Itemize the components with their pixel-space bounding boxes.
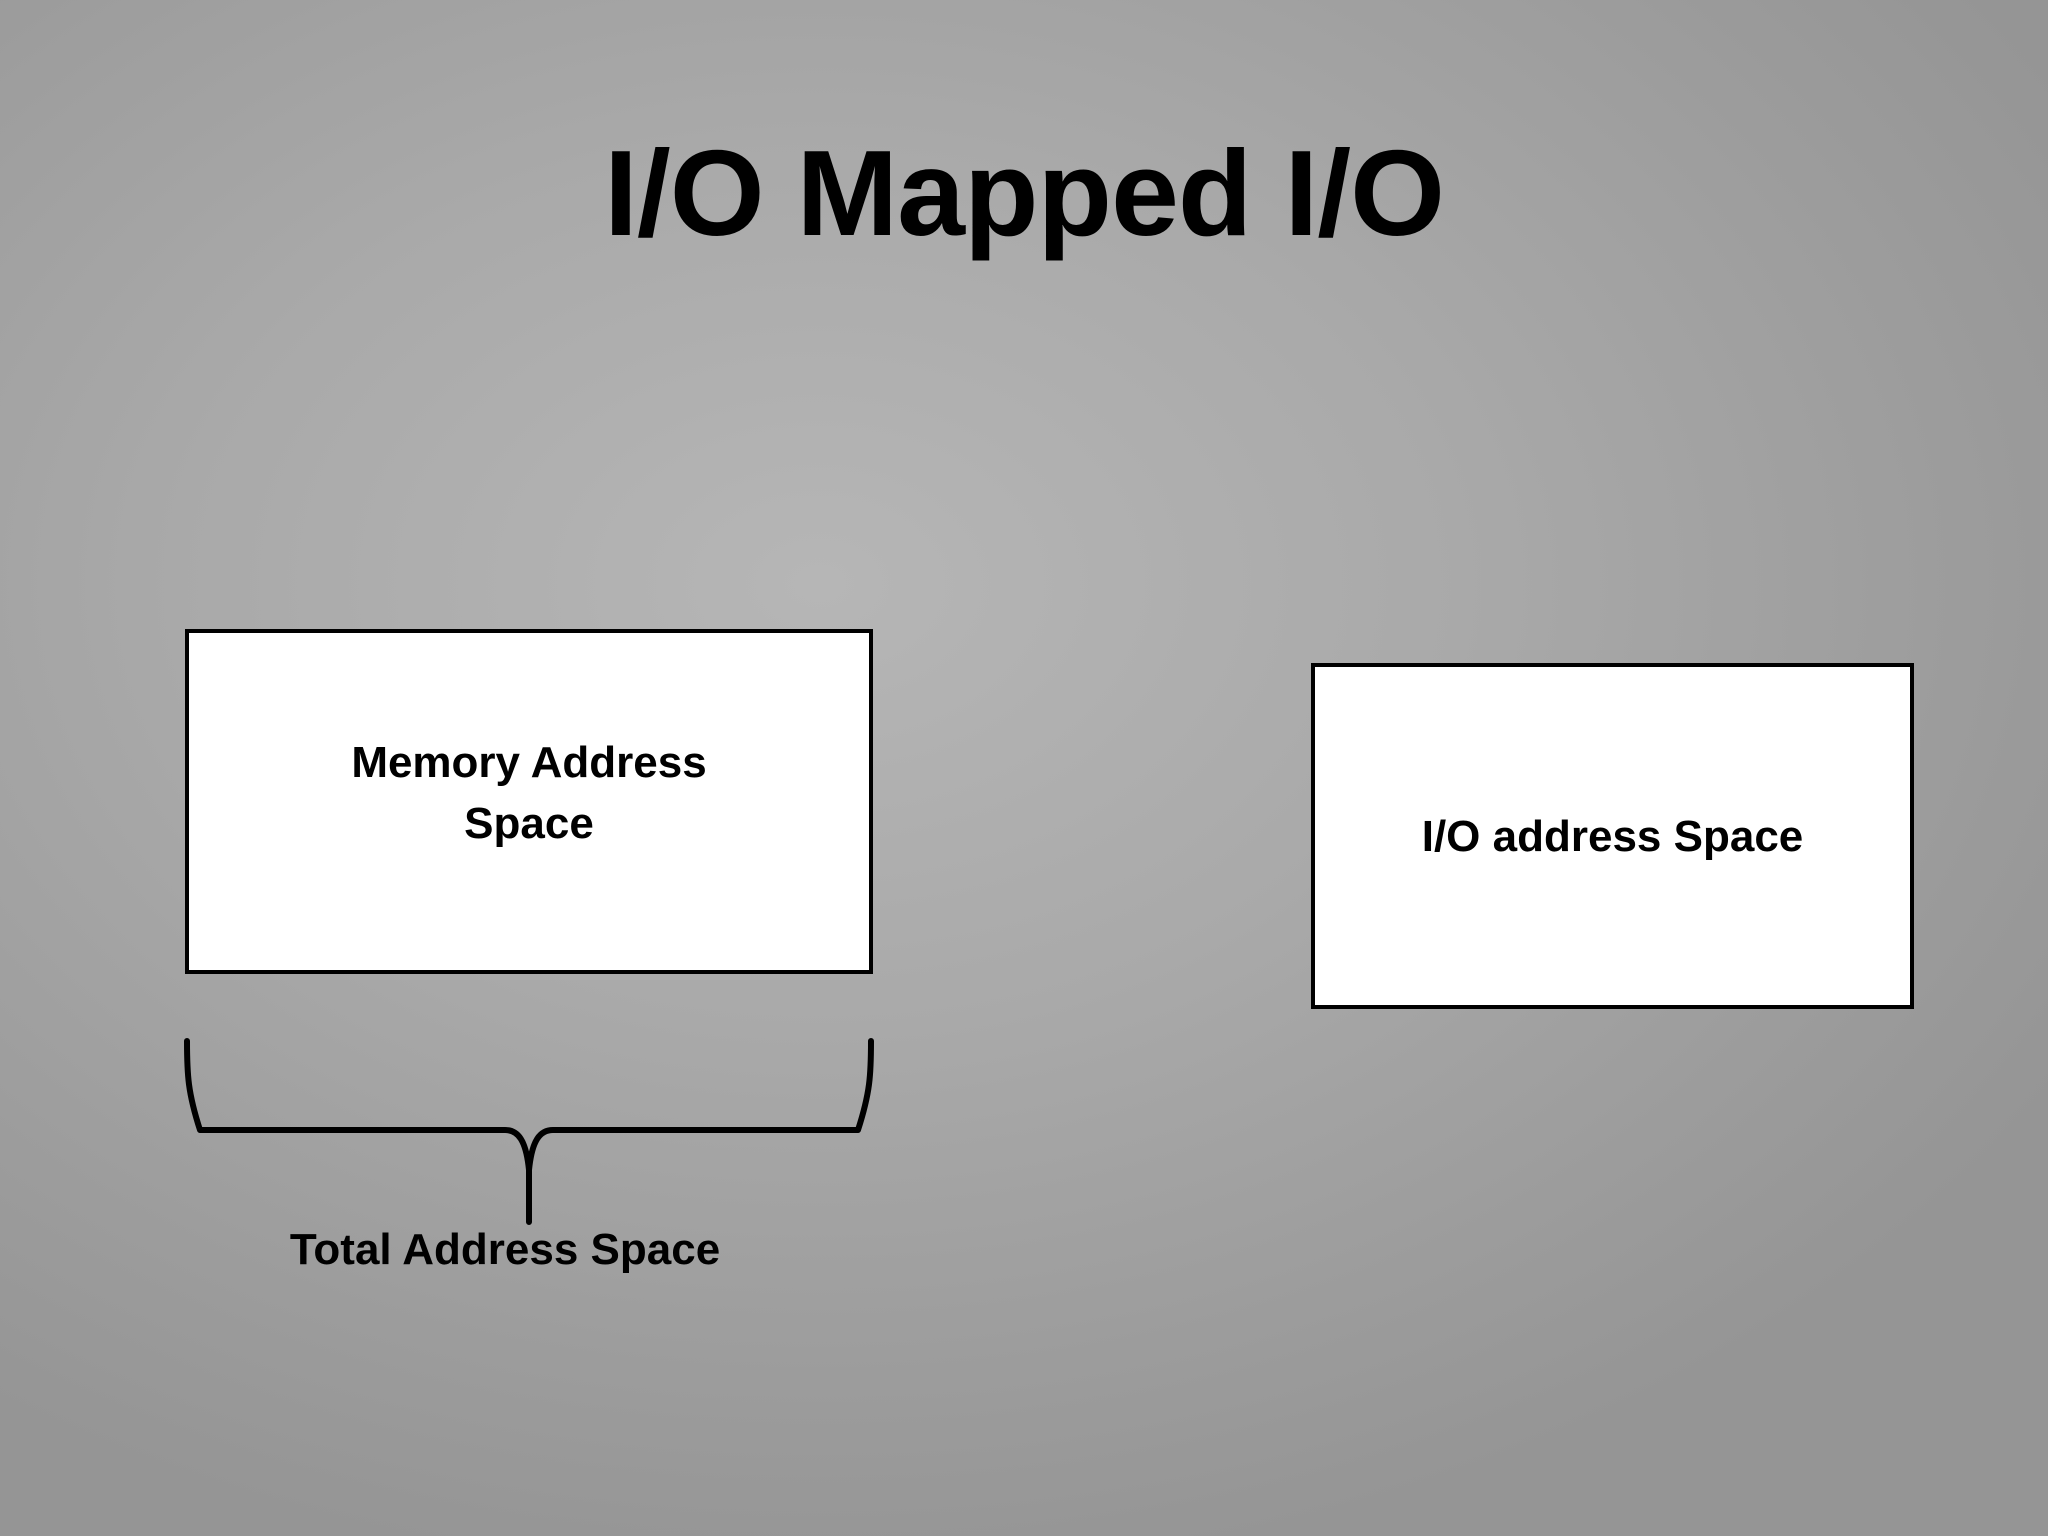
brace-curve [184, 1038, 874, 1225]
total-address-space-label: Total Address Space [289, 1225, 721, 1274]
slide-title: I/O Mapped I/O [603, 125, 1445, 261]
memory-address-space-label: Memory Address Space [351, 737, 707, 848]
io-address-space-label: I/O address Space [1421, 811, 1804, 861]
io-address-space-box: I/O address Space [1311, 663, 1914, 1009]
memory-address-space-box: Memory Address Space [185, 629, 873, 974]
